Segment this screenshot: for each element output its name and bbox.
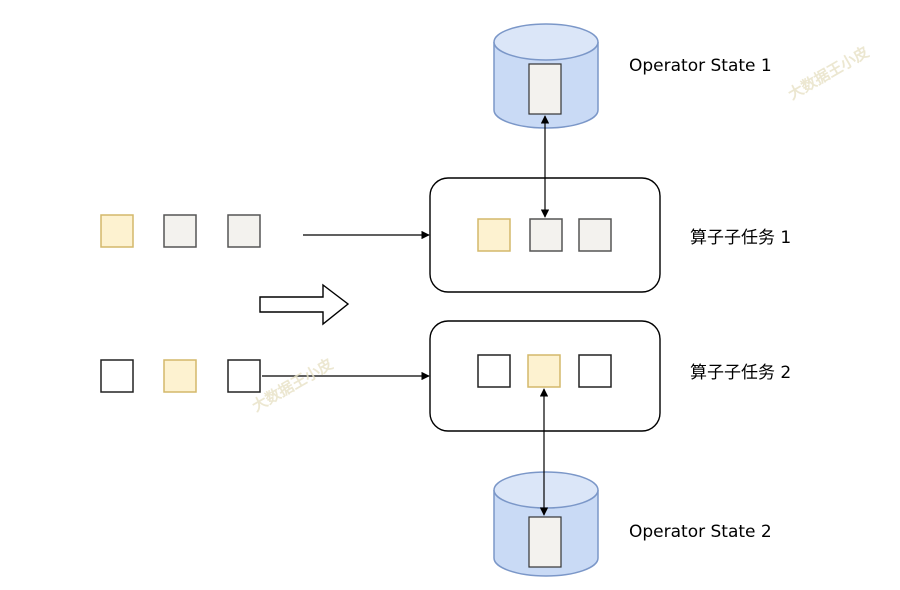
hollow-arrow-icon	[259, 283, 350, 326]
state-1-label: Operator State 1	[629, 56, 772, 76]
subtask-1-record-yellow	[477, 218, 511, 252]
subtask-1-label: 算子子任务 1	[690, 228, 791, 248]
stream-2-record-white	[100, 359, 134, 393]
operator-state-1-database	[493, 23, 599, 129]
stream-2-record-yellow	[163, 359, 197, 393]
subtask-1-record-gray	[529, 218, 563, 252]
state-2-label: Operator State 2	[629, 522, 772, 542]
subtask-2-label: 算子子任务 2	[690, 363, 791, 383]
state-2-slot	[528, 516, 562, 568]
watermark: 大数据王小皮	[785, 43, 872, 104]
subtask-2-record-white	[477, 354, 511, 388]
stream-1-record-gray	[163, 214, 197, 248]
stream-2-record-white	[227, 359, 261, 393]
state-1-slot	[528, 63, 562, 115]
stream-1-record-yellow	[100, 214, 134, 248]
subtask-2-record-white	[578, 354, 612, 388]
watermark: 大数据王小皮	[249, 355, 336, 416]
operator-state-2-database	[493, 471, 599, 577]
subtask-1-record-gray	[578, 218, 612, 252]
stream-1-record-gray	[227, 214, 261, 248]
subtask-2-record-yellow	[527, 354, 561, 388]
